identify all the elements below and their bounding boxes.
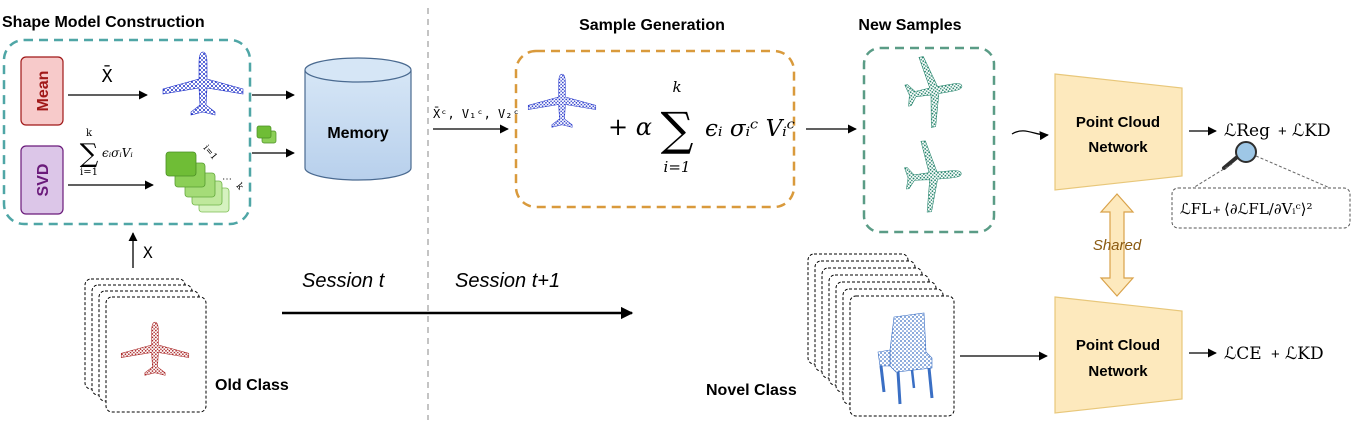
loss-top-a: ℒReg xyxy=(1224,121,1270,141)
mean-label: Mean xyxy=(35,71,52,112)
sample-gen-bottom: i=1 xyxy=(664,158,691,176)
sample-generation-title: Sample Generation xyxy=(579,17,725,34)
svd-sum-body: ϵᵢσᵢVᵢ xyxy=(102,146,133,160)
new-sample-plane-1-icon xyxy=(900,50,969,132)
shape-model-title: Shape Model Construction xyxy=(2,14,205,31)
svd-label: SVD xyxy=(35,164,52,197)
x-label: X xyxy=(143,243,153,262)
network-top-line2: Network xyxy=(1088,139,1148,156)
shared-double-arrow xyxy=(1099,193,1135,297)
shared-label: Shared xyxy=(1093,237,1142,254)
eigenvector-stack-icon xyxy=(165,151,230,213)
sample-gen-prefix: + α xyxy=(608,113,652,141)
memory-output-label: X̄ᶜ, V₁ᶜ, V₂ᶜ xyxy=(433,107,520,121)
feature-loss-box xyxy=(1171,187,1351,229)
novel-class-label: Novel Class xyxy=(706,382,797,399)
svd-sum-sigma: ∑ xyxy=(80,139,99,169)
network-top-block xyxy=(1054,73,1183,191)
sample-gen-sigma: ∑ xyxy=(661,102,694,156)
network-bottom-line1: Point Cloud xyxy=(1076,337,1160,354)
zoom-line-left xyxy=(1192,163,1233,189)
loss-top-plus: + xyxy=(1278,123,1287,140)
new-sample-plane-2-icon xyxy=(901,137,965,215)
loss-bottom-plus: + xyxy=(1271,346,1280,363)
new-samples-title: New Samples xyxy=(858,17,961,34)
memory-cylinder xyxy=(304,57,412,181)
loss-top-b: ℒKD xyxy=(1292,121,1331,141)
mean-box xyxy=(20,56,64,126)
magnifier-icon xyxy=(1222,141,1257,170)
mean-plane-icon xyxy=(162,51,244,116)
new-samples-box xyxy=(862,46,996,234)
network-top-line1: Point Cloud xyxy=(1076,114,1160,131)
svd-sum-bottom: i=1 xyxy=(80,167,98,178)
network-bottom-block xyxy=(1054,296,1183,414)
novel-class-chair-icon xyxy=(877,312,934,405)
shape-model-box xyxy=(2,38,252,226)
eigen-k-label: k xyxy=(234,182,246,193)
x-bar-label: X̄ xyxy=(102,65,113,87)
loss-bottom-a: ℒCE xyxy=(1224,344,1262,364)
sample-generation-box xyxy=(514,49,796,209)
eigen-dots: ⋯ xyxy=(222,174,232,185)
loss-fl-a: ℒFL xyxy=(1180,200,1211,218)
session-t1-label: Session t+1 xyxy=(455,270,560,292)
network-bottom-line2: Network xyxy=(1088,363,1148,380)
zoom-line-right xyxy=(1255,155,1331,189)
session-t-label: Session t xyxy=(302,270,386,292)
sample-gen-top: k xyxy=(672,78,681,96)
old-class-stack xyxy=(84,278,207,413)
loss-bottom-b: ℒKD xyxy=(1285,344,1324,364)
svd-box xyxy=(20,145,64,215)
eigen-index-label: i=1 xyxy=(201,144,219,163)
novel-class-stack xyxy=(807,253,955,417)
memory-label: Memory xyxy=(327,125,388,142)
samples-to-network-arrow xyxy=(1011,130,1049,141)
small-eigenvector-icon xyxy=(256,125,277,144)
loss-fl-b: ⟨∂ℒFL/∂Vᵢᶜ⟩² xyxy=(1224,200,1313,218)
generation-plane-icon xyxy=(527,73,597,128)
svd-sum-top: k xyxy=(86,128,93,139)
old-class-label: Old Class xyxy=(215,377,289,394)
loss-fl-plus: + xyxy=(1213,202,1221,217)
sample-gen-body: ϵᵢ σᵢᶜ Vᵢᶜ xyxy=(705,116,795,142)
